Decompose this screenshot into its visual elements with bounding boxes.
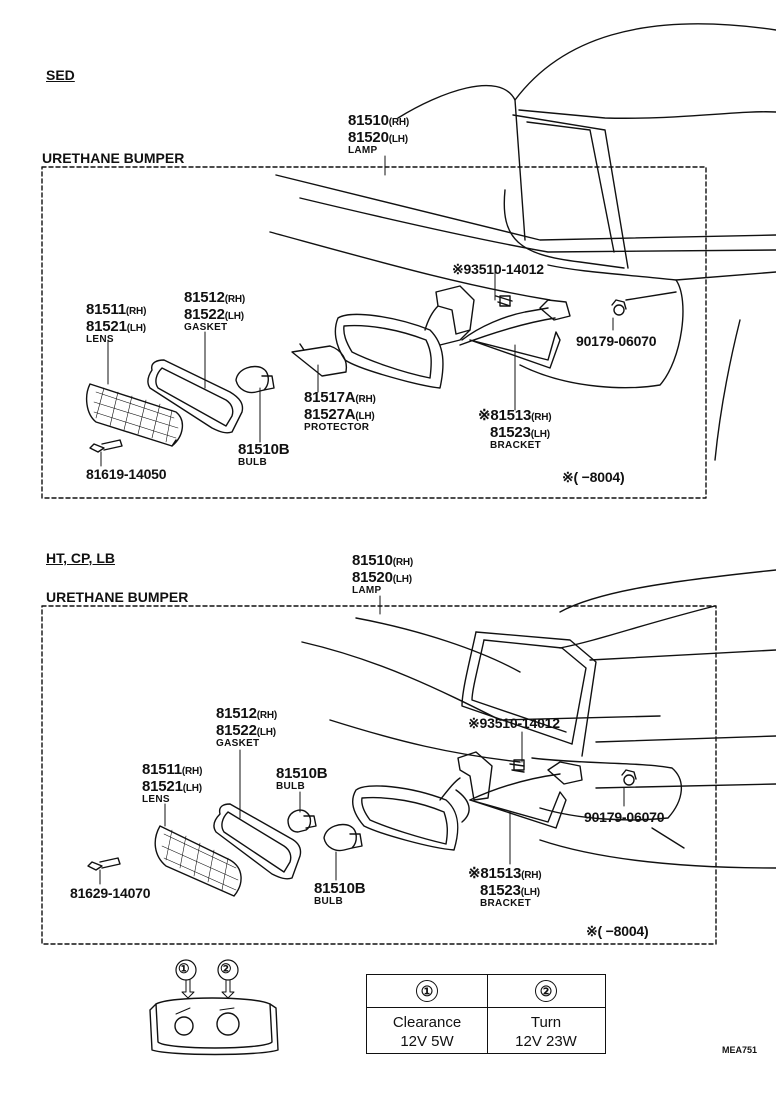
table-cell-turn-watt: 12V 23W — [515, 1033, 577, 1050]
screw-sed — [89, 439, 123, 453]
frame-sed — [41, 166, 707, 499]
gasket-sed — [147, 359, 244, 434]
label-lens-htcplb: 81511(RH) 81521(LH) LENS — [142, 761, 203, 805]
lamp-housing-htcplb — [352, 751, 637, 851]
label-bulb2-htcplb: 81510B BULB — [314, 880, 366, 907]
bulb-sed — [235, 365, 275, 394]
frame-htcplb — [41, 605, 717, 945]
gasket-htcplb — [213, 803, 302, 880]
label-protector-sed: 81517A(RH) 81527A(LH) PROTECTOR — [304, 389, 376, 433]
table-cell-clearance: Clearance — [392, 1014, 462, 1031]
label-screw-htcplb: 81629-14070 — [70, 885, 151, 901]
bumper-label-htcplb: URETHANE BUMPER — [46, 589, 189, 605]
leaders-htcplb — [99, 595, 625, 885]
label-bolt-htcplb: ※93510-14012 — [468, 715, 560, 731]
label-bulb1-htcplb: 81510B BULB — [276, 765, 328, 792]
legend-marker-1: ① — [178, 961, 190, 976]
bulb-spec-table: ① ② Clearance Turn 12V 5W 12V 23W — [366, 974, 606, 1054]
lens-htcplb — [154, 825, 242, 897]
model-label-htcplb: HT, CP, LB — [46, 550, 115, 566]
lamp-housing-sed — [334, 285, 627, 389]
table-cell-turn: Turn — [530, 1014, 562, 1031]
screw-htcplb — [87, 857, 121, 871]
lens-sed — [85, 383, 183, 447]
diagram-code: MEA751 — [722, 1045, 758, 1055]
legend-lamp — [149, 959, 279, 1056]
bulb1-htcplb — [287, 809, 317, 833]
protector-sed — [291, 343, 348, 377]
note-htcplb: ※( −8004) — [586, 923, 649, 939]
legend-marker-2: ② — [220, 961, 232, 976]
table-header-1: ① — [367, 980, 487, 1002]
table-header-2: ② — [487, 980, 605, 1002]
bumper-label-sed: URETHANE BUMPER — [42, 150, 185, 166]
label-nut-sed: 90179-06070 — [576, 333, 657, 349]
label-nut-htcplb: 90179-06070 — [584, 809, 665, 825]
label-bulb-sed: 81510B BULB — [238, 441, 290, 468]
label-gasket-sed: 81512(RH) 81522(LH) GASKET — [184, 289, 246, 333]
label-lens-sed: 81511(RH) 81521(LH) LENS — [86, 301, 147, 345]
label-bracket-sed: ※81513(RH) 81523(LH) BRACKET — [478, 407, 552, 451]
leaders-sed — [100, 155, 614, 467]
car-body-sed — [269, 23, 776, 461]
car-body-htcplb — [301, 569, 776, 869]
bulb2-htcplb — [323, 823, 363, 852]
label-lamp-htcplb: 81510(RH) 81520(LH) LAMP — [352, 552, 414, 596]
label-screw-sed: 81619-14050 — [86, 466, 167, 482]
model-label-sed: SED — [46, 67, 75, 83]
label-gasket-htcplb: 81512(RH) 81522(LH) GASKET — [216, 705, 278, 749]
label-bolt-sed: ※93510-14012 — [452, 261, 544, 277]
table-cell-clearance-watt: 12V 5W — [400, 1033, 454, 1050]
label-bracket-htcplb: ※81513(RH) 81523(LH) BRACKET — [468, 865, 542, 909]
label-lamp-sed: 81510(RH) 81520(LH) LAMP — [348, 112, 410, 156]
note-sed: ※( −8004) — [562, 469, 625, 485]
